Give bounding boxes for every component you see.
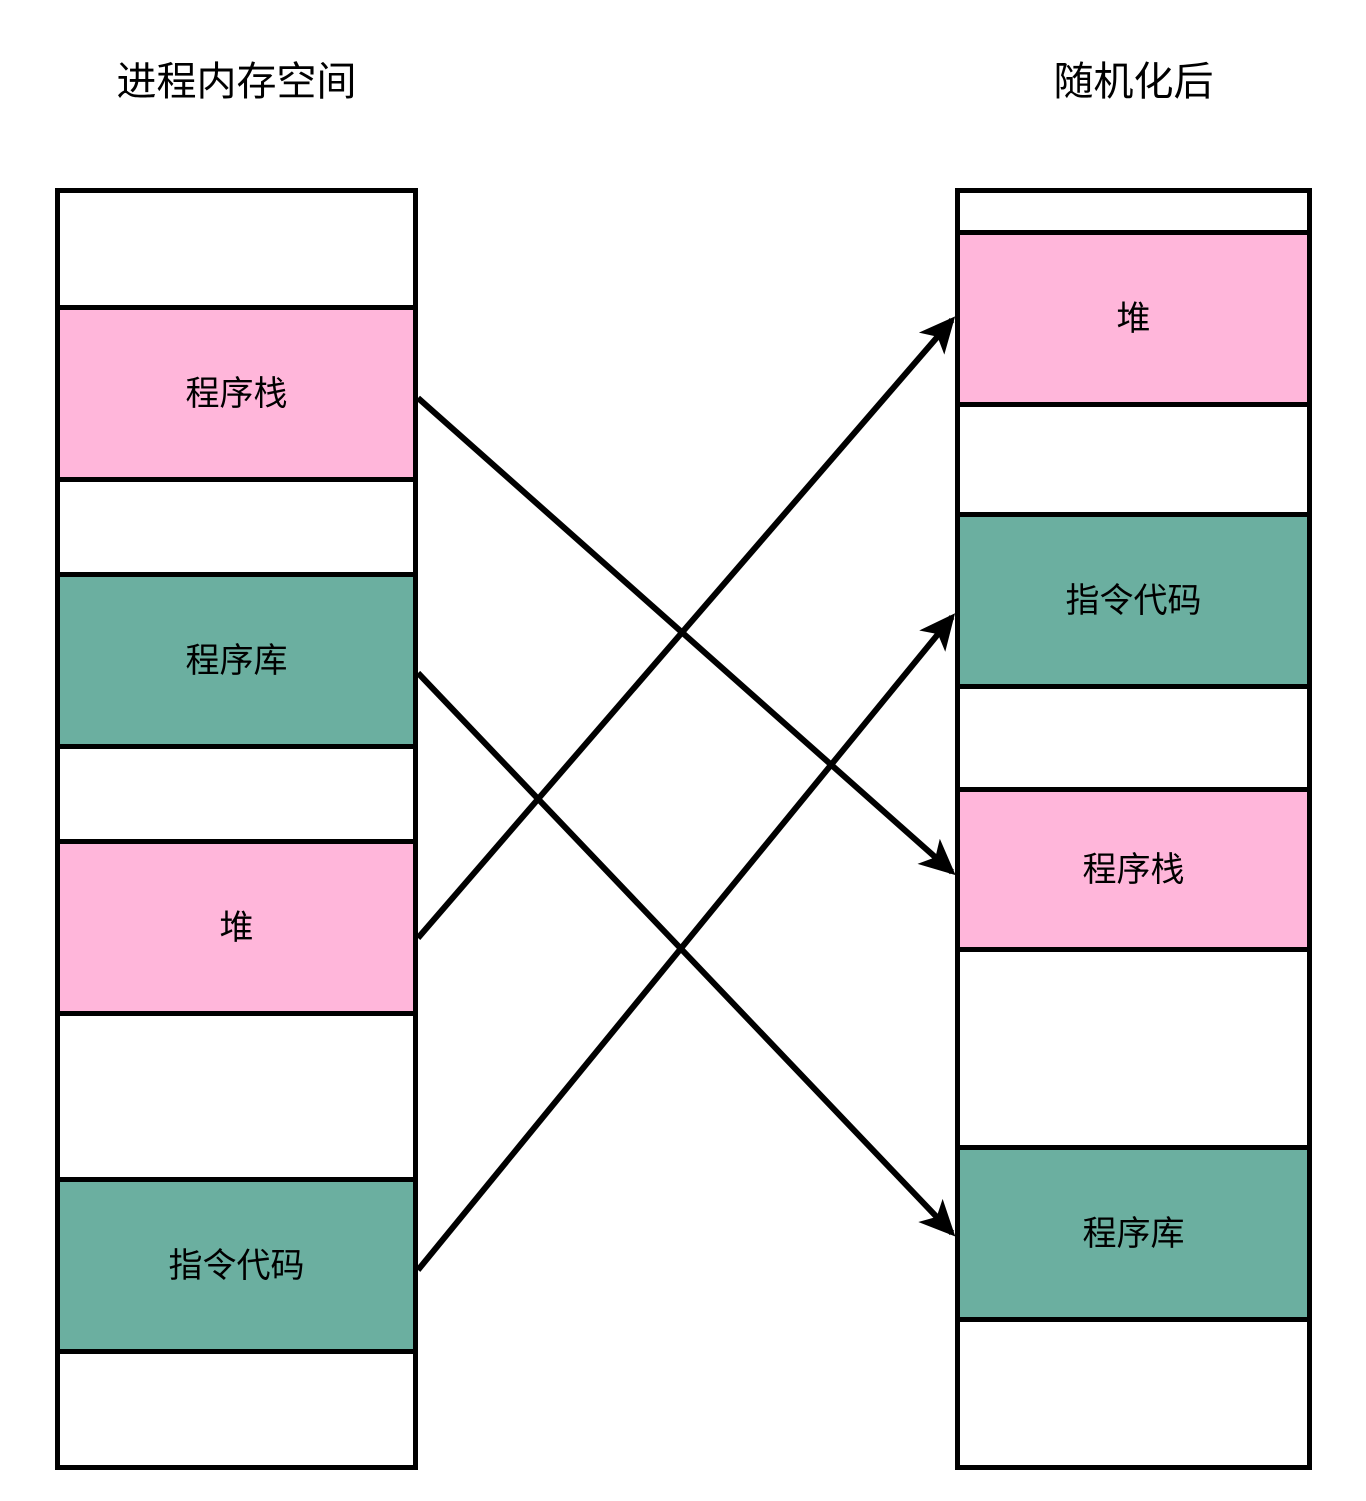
right-segment-empty [960,402,1307,512]
segment-label: 堆 [1116,299,1151,338]
segment-label: 程序库 [185,641,288,680]
segment-label: 程序库 [1082,1214,1185,1253]
left-segment-pink: 堆 [60,839,413,1011]
left-segment-teal: 指令代码 [60,1177,413,1349]
left-segment-empty [60,193,413,305]
segment-label: 指令代码 [1065,581,1202,620]
randomized-memory-column: 堆指令代码程序栈程序库 [955,188,1312,1470]
arrow-heap-to-heap [415,316,956,940]
segment-label: 指令代码 [168,1246,305,1285]
right-segment-empty [960,947,1307,1145]
right-segment-pink: 堆 [960,230,1307,402]
right-column-title: 随机化后 [1053,60,1214,104]
left-segment-empty [60,477,413,572]
arrow-code-to-code [415,613,956,1272]
segment-label: 程序栈 [1082,850,1185,889]
left-segment-empty [60,744,413,839]
right-segment-teal: 指令代码 [960,512,1307,684]
right-segment-empty [960,684,1307,787]
right-segment-empty [960,1317,1307,1425]
segment-label: 程序栈 [185,374,288,413]
arrow-library-to-library [415,670,956,1237]
left-segment-pink: 程序栈 [60,305,413,477]
right-segment-teal: 程序库 [960,1145,1307,1317]
left-segment-empty [60,1349,413,1452]
left-segment-teal: 程序库 [60,572,413,744]
arrow-stack-to-stack [416,395,956,876]
process-memory-column: 程序栈程序库堆指令代码 [55,188,418,1470]
segment-label: 堆 [219,908,254,947]
left-column-title: 进程内存空间 [116,60,357,104]
left-segment-empty [60,1011,413,1177]
right-segment-empty [960,193,1307,230]
right-segment-pink: 程序栈 [960,787,1307,947]
